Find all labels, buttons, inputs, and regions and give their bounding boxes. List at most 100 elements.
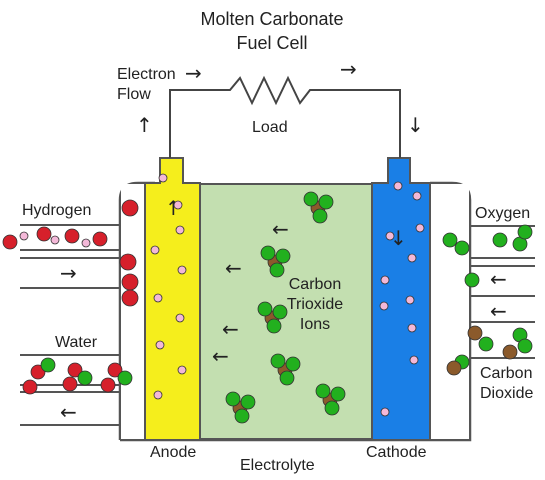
electron-dot: [150, 245, 160, 255]
external-circuit-wire: [169, 75, 401, 158]
cathode-electrode: [371, 157, 431, 441]
arrow-right-icon: →: [60, 261, 77, 285]
oxygen-atom: [442, 232, 458, 248]
electron-dot: [380, 275, 390, 285]
electron-dot: [409, 355, 419, 365]
title-line-1: Molten Carbonate: [200, 9, 343, 29]
hydrogen-atom: [36, 226, 52, 242]
ions-label-3: Ions: [300, 316, 330, 333]
electron-dot: [405, 295, 415, 305]
hydrogen-atom: [100, 377, 116, 393]
carbon-atom: [446, 360, 462, 376]
title-line-2: Fuel Cell: [236, 33, 307, 53]
hydrogen-atom: [67, 362, 83, 378]
hydrogen-atom: [121, 273, 139, 291]
hydrogen-atom: [121, 289, 139, 307]
oxygen-atom: [517, 224, 533, 240]
flow-arrows: → → ↑ ↓ ↑ ↓ → ← ← ← ← ← ← ←: [60, 57, 507, 424]
oxygen-atom: [330, 386, 346, 402]
electron-dot: [81, 238, 91, 248]
electrolyte-label: Electrolyte: [240, 457, 315, 474]
arrow-up-icon: ↑: [136, 113, 153, 137]
oxygen-atom: [257, 301, 273, 317]
carbon-atom: [467, 325, 483, 341]
oxygen-atom: [117, 370, 133, 386]
electron-dot: [379, 301, 389, 311]
electron-dot: [380, 407, 390, 417]
arrow-left-icon: ←: [60, 400, 77, 424]
oxygen-atom: [517, 338, 533, 354]
oxygen-atom: [492, 232, 508, 248]
arrow-left-icon: ←: [490, 267, 507, 291]
arrow-down-icon: ↓: [407, 113, 424, 137]
oxygen-atom: [454, 240, 470, 256]
hydrogen-atom: [64, 228, 80, 244]
hydrogen-atom: [2, 234, 18, 250]
load-label: Load: [252, 119, 288, 136]
electron-dot: [385, 231, 395, 241]
water-label: Water: [55, 334, 98, 351]
electron-dot: [393, 181, 403, 191]
carbon-dioxide-label-1: Carbon: [480, 365, 532, 382]
arrow-left-icon: ←: [212, 344, 229, 368]
arrow-right-icon: →: [185, 61, 202, 85]
oxygen-atom: [260, 245, 276, 261]
electron-dot: [177, 365, 187, 375]
oxygen-atom: [279, 370, 295, 386]
electron-dot: [19, 231, 29, 241]
anode-label: Anode: [150, 444, 196, 461]
co2-inlet-channel: [470, 321, 535, 359]
oxygen-atom: [77, 370, 93, 386]
electron-dot: [50, 235, 60, 245]
hydrogen-atom: [119, 253, 137, 271]
electron-dot: [177, 265, 187, 275]
oxygen-atom: [315, 383, 331, 399]
oxygen-atom: [240, 394, 256, 410]
particles: [2, 173, 533, 424]
oxygen-atom: [270, 353, 286, 369]
electron-flow-label-2: Flow: [117, 86, 151, 103]
electron-dot: [415, 223, 425, 233]
electron-dot: [155, 340, 165, 350]
oxygen-atom: [324, 400, 340, 416]
hydrogen-atom: [62, 376, 78, 392]
electron-dot: [407, 253, 417, 263]
oxygen-label: Oxygen: [475, 205, 530, 222]
electron-dot: [158, 173, 168, 183]
oxygen-atom: [478, 336, 494, 352]
oxygen-atom: [312, 208, 328, 224]
arrow-down-icon: ↓: [390, 226, 407, 250]
arrow-left-icon: ←: [272, 217, 289, 241]
carbon-atom: [502, 344, 518, 360]
cathode-label: Cathode: [366, 444, 427, 461]
oxygen-atom: [234, 408, 250, 424]
oxygen-inlet-channel: [470, 225, 535, 297]
ions-label-2: Trioxide: [287, 296, 343, 313]
electron-dot: [175, 313, 185, 323]
oxygen-atom: [285, 356, 301, 372]
oxygen-atom: [318, 194, 334, 210]
electron-dot: [153, 390, 163, 400]
hydrogen-atom: [107, 362, 123, 378]
arrow-left-icon: ←: [490, 299, 507, 323]
electron-dot: [412, 191, 422, 201]
hydrogen-inlet-channel: [20, 224, 120, 289]
ions-label-1: Carbon: [289, 276, 341, 293]
carbon-dioxide-label-2: Dioxide: [480, 385, 533, 402]
electron-flow-label-1: Electron: [117, 66, 176, 83]
oxygen-atom: [269, 262, 285, 278]
oxygen-atom: [464, 272, 480, 288]
hydrogen-atom: [22, 379, 38, 395]
oxygen-atom: [303, 191, 319, 207]
oxygen-atom: [40, 357, 56, 373]
oxygen-atom: [275, 248, 291, 264]
arrow-left-icon: ←: [225, 256, 242, 280]
electron-dot: [173, 200, 183, 210]
oxygen-atom: [225, 391, 241, 407]
arrow-left-icon: ←: [222, 317, 239, 341]
oxygen-atom: [266, 318, 282, 334]
hydrogen-label: Hydrogen: [22, 202, 91, 219]
hydrogen-atom: [121, 199, 139, 217]
arrow-right-icon: →: [340, 57, 357, 81]
